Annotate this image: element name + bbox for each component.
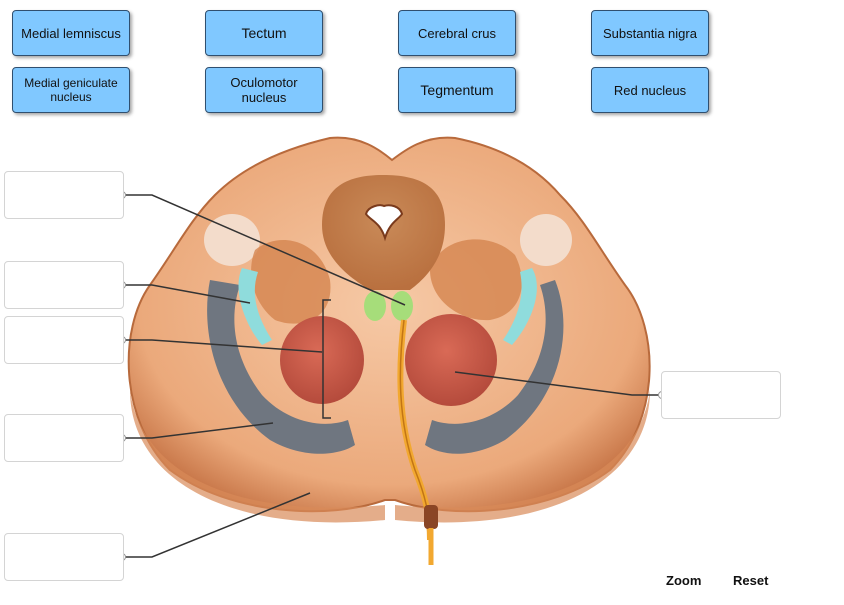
drop-target-5[interactable] bbox=[4, 533, 124, 581]
drop-target-4[interactable] bbox=[4, 414, 124, 462]
label-medial-lemniscus[interactable]: Medial lemniscus bbox=[12, 10, 130, 56]
left-colliculus bbox=[204, 214, 260, 266]
red-nucleus-right bbox=[405, 314, 497, 406]
label-red-nucleus[interactable]: Red nucleus bbox=[591, 67, 709, 113]
medial-lemniscus-left bbox=[238, 268, 272, 345]
leader-4 bbox=[124, 422, 274, 439]
substantia-nigra-left bbox=[207, 280, 355, 454]
oculomotor-nucleus-right bbox=[391, 291, 413, 321]
tegmentum-left bbox=[251, 240, 331, 324]
leader-1 bbox=[124, 194, 406, 306]
leader-2 bbox=[124, 284, 251, 304]
drop-target-1[interactable] bbox=[4, 171, 124, 219]
drop-target-3[interactable] bbox=[4, 316, 124, 364]
leader-6 bbox=[454, 371, 660, 396]
zoom-button[interactable]: Zoom bbox=[666, 573, 702, 588]
reset-button[interactable]: Reset bbox=[733, 573, 769, 588]
leader-5 bbox=[124, 492, 311, 558]
label-substantia-nigra[interactable]: Substantia nigra bbox=[591, 10, 709, 56]
label-medial-geniculate-nucleus[interactable]: Medial geniculate nucleus bbox=[12, 67, 130, 113]
cut-surface bbox=[130, 390, 385, 523]
tegmentum-bracket bbox=[322, 299, 331, 419]
red-nucleus-left bbox=[280, 316, 364, 404]
leader-3 bbox=[124, 339, 323, 353]
cerebral-aqueduct bbox=[364, 204, 404, 242]
label-tegmentum[interactable]: Tegmentum bbox=[398, 67, 516, 113]
drop-target-2[interactable] bbox=[4, 261, 124, 309]
substantia-nigra-right bbox=[425, 280, 564, 454]
oculomotor-nucleus-left bbox=[364, 291, 386, 321]
label-cerebral-crus[interactable]: Cerebral crus bbox=[398, 10, 516, 56]
tegmentum-right bbox=[430, 239, 522, 321]
label-tectum[interactable]: Tectum bbox=[205, 10, 323, 56]
nerve-root bbox=[424, 505, 438, 529]
right-colliculus bbox=[520, 214, 572, 266]
label-oculomotor-nucleus[interactable]: Oculomotor nucleus bbox=[205, 67, 323, 113]
medial-lemniscus-right bbox=[503, 268, 537, 345]
drop-target-6[interactable] bbox=[661, 371, 781, 419]
